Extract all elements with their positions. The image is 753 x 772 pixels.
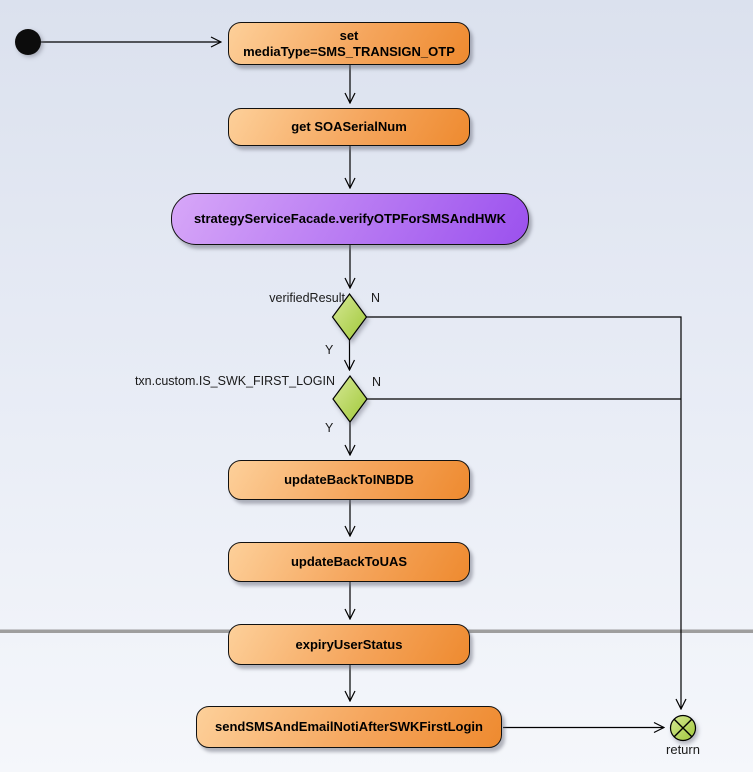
action-update-back-to-inbdb[interactable]: updateBackToINBDB bbox=[228, 460, 470, 500]
decision2-condition-label: txn.custom.IS_SWK_FIRST_LOGIN bbox=[134, 374, 335, 388]
flow-final-node[interactable] bbox=[669, 714, 697, 742]
action-verify-otp-service-call[interactable]: strategyServiceFacade.verifyOTPForSMSAnd… bbox=[171, 193, 529, 245]
decision2-yes-label: Y bbox=[325, 421, 334, 435]
action-label: get SOASerialNum bbox=[291, 119, 407, 134]
decision1-condition-label: verifiedResult bbox=[269, 291, 345, 305]
action-label: sendSMSAndEmailNotiAfterSWKFirstLogin bbox=[215, 719, 483, 734]
decision2-no-label: N bbox=[372, 375, 382, 389]
action-label-line1: set bbox=[339, 27, 359, 43]
initial-node[interactable] bbox=[15, 29, 41, 55]
action-label: updateBackToINBDB bbox=[284, 472, 414, 487]
action-label: strategyServiceFacade.verifyOTPForSMSAnd… bbox=[193, 211, 507, 226]
return-node-label: return bbox=[666, 742, 700, 757]
decision-diamond-verified-result[interactable] bbox=[331, 292, 368, 342]
action-update-back-to-uas[interactable]: updateBackToUAS bbox=[228, 542, 470, 582]
action-set-media-type[interactable]: set mediaType=SMS_TRANSIGN_OTP bbox=[228, 22, 470, 65]
decision1-no-label: N bbox=[371, 291, 381, 305]
action-send-sms-email-noti[interactable]: sendSMSAndEmailNotiAfterSWKFirstLogin bbox=[196, 706, 502, 748]
decision1-yes-label: Y bbox=[325, 343, 334, 357]
action-label: expiryUserStatus bbox=[295, 636, 403, 652]
action-get-soa-serial-num[interactable]: get SOASerialNum bbox=[228, 108, 470, 146]
flow-final-x-icon bbox=[673, 718, 693, 738]
action-label-line2: mediaType=SMS_TRANSIGN_OTP bbox=[243, 43, 455, 59]
decision-diamond-first-login[interactable] bbox=[332, 374, 368, 424]
action-label: updateBackToUAS bbox=[290, 554, 408, 569]
edge-decision1-no-to-return bbox=[366, 316, 682, 709]
action-expiry-user-status[interactable]: expiryUserStatus bbox=[228, 624, 470, 665]
